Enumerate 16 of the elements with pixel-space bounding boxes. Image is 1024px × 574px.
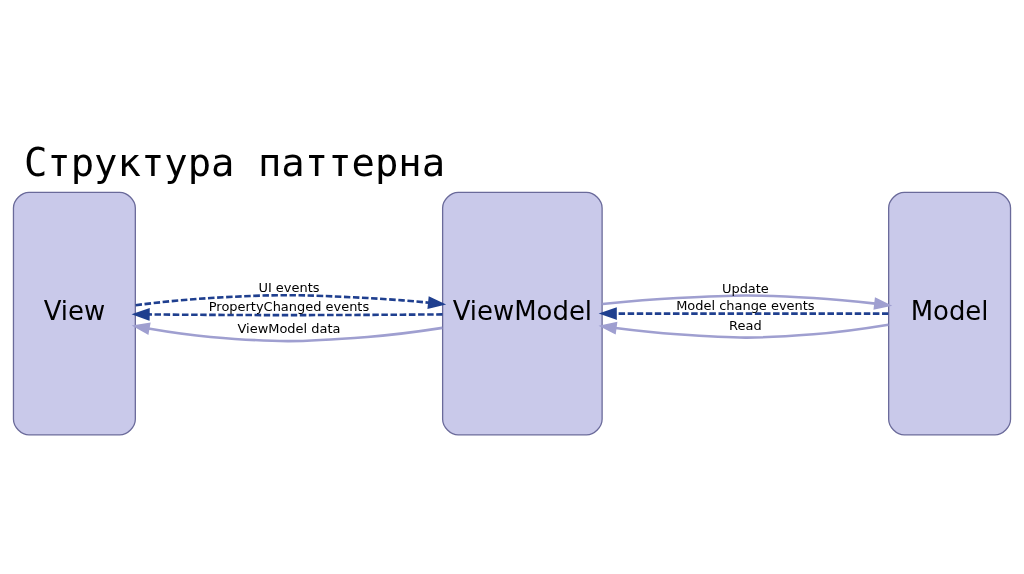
arrow [602,294,893,310]
edge-label: UI events [258,279,320,295]
diagram-title: Структура паттерна [23,139,446,185]
edge-label: Read [729,318,762,334]
arrow [131,322,443,343]
edge-label: PropertyChanged events [208,298,370,314]
node-box: View [12,191,136,436]
edge-label: Update [721,280,769,296]
arrow [598,321,889,339]
edge-label: ViewModel data [237,321,341,337]
arrow [131,308,443,321]
arrow [598,307,889,320]
edge-label: Model change events [676,297,815,313]
node-box: ViewModel [442,191,603,436]
arrow [135,293,447,309]
node-box: Model [888,191,1012,436]
